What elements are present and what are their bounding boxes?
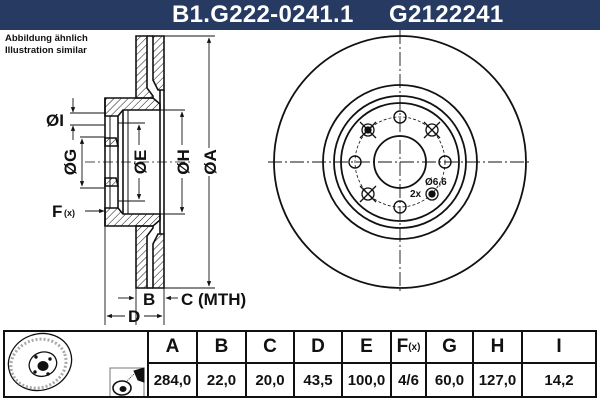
label-G: ØG [61, 149, 80, 175]
part-number: B1.G222-0241.1 [172, 1, 354, 28]
header-D: D [293, 332, 341, 364]
label-A: ØA [201, 149, 220, 175]
label-D: D [128, 307, 140, 326]
label-I: ØI [46, 111, 64, 130]
header-G: G [425, 332, 472, 364]
value-E: 100,0 [341, 364, 390, 396]
hole-count-label: 2x [410, 189, 422, 200]
oe-number: G2122241 [389, 1, 504, 28]
illustration-note: Abbildung ähnlich Illustration similar [5, 33, 88, 57]
header-bar: B1.G222-0241.1 G2122241 [0, 0, 600, 30]
value-D: 43,5 [293, 364, 341, 396]
hole-diameter-label: Ø6,6 [425, 177, 447, 188]
header-H: H [472, 332, 521, 364]
header-C: C [245, 332, 293, 364]
label-E: ØE [131, 150, 150, 175]
label-C: C (MTH) [181, 290, 246, 309]
value-B: 22,0 [196, 364, 245, 396]
value-G: 60,0 [425, 364, 472, 396]
note-en: Illustration similar [5, 45, 87, 56]
header-B: B [196, 332, 245, 364]
value-I: 14,2 [521, 364, 595, 396]
header-I: I [521, 332, 595, 364]
dimension-lines [70, 35, 215, 325]
value-H: 127,0 [472, 364, 521, 396]
header-F: F(x) [390, 332, 425, 364]
note-de: Abbildung ähnlich [5, 33, 88, 44]
brake-disc-3d-icon [7, 332, 73, 392]
value-C: 20,0 [245, 364, 293, 396]
value-F: 4/6 [390, 364, 425, 396]
header-A: A [147, 332, 196, 364]
label-H: ØH [174, 149, 193, 175]
value-A: 284,0 [147, 364, 196, 396]
label-F-sub: (x) [64, 208, 75, 218]
label-B: B [143, 290, 155, 309]
header-E: E [341, 332, 390, 364]
spec-table: A B C D E F(x) G H I 284,0 22,0 20,0 43,… [3, 330, 597, 398]
cross-section-view [104, 35, 165, 289]
front-view [268, 30, 532, 294]
label-F: F [52, 202, 62, 221]
